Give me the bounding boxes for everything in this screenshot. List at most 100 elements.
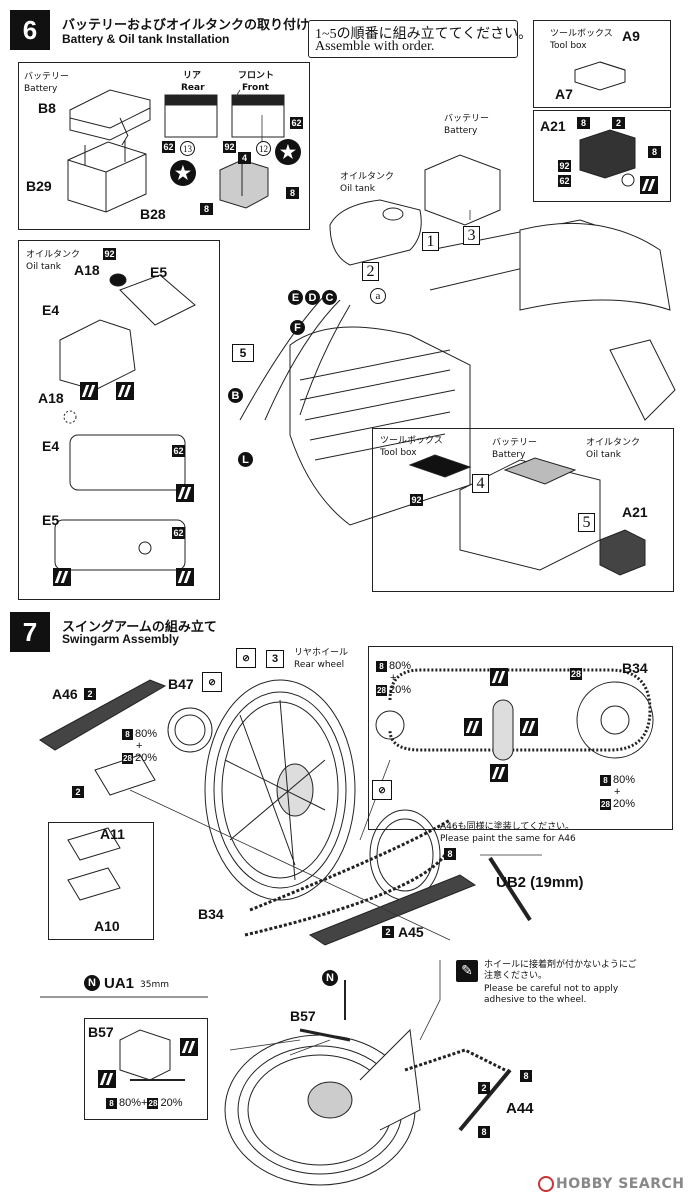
label-e5-top: E5 bbox=[150, 264, 168, 280]
color-92-oiltank: 92 bbox=[103, 248, 116, 260]
wire-f: F bbox=[290, 320, 305, 335]
mix-b57-pct-b: 20% bbox=[160, 1097, 183, 1109]
color-2-a46: 2 bbox=[84, 688, 96, 700]
mix-rear-pct-b: 20% bbox=[613, 798, 636, 810]
step-marker-5-inset: 5 bbox=[578, 513, 595, 532]
wire-c: C bbox=[322, 290, 337, 305]
main-oil-en: Oil tank bbox=[340, 184, 375, 194]
main-battery-en: Battery bbox=[444, 126, 478, 136]
paint-icon-oil-3 bbox=[176, 484, 194, 502]
b57-detail-box bbox=[84, 1018, 208, 1120]
color-8-a21-left: 8 bbox=[577, 117, 590, 129]
step6-title-en: Battery & Oil tank Installation bbox=[62, 32, 230, 46]
label-ub2: UB2 (19mm) bbox=[496, 874, 584, 891]
paint-icon-b57-2 bbox=[98, 1070, 116, 1088]
mix-b47-color-a: 8 bbox=[122, 728, 133, 740]
label-b29: B29 bbox=[26, 178, 52, 194]
callout-a: a bbox=[370, 288, 386, 304]
decal-13: 13 bbox=[180, 141, 195, 156]
inset-label-a21: A21 bbox=[622, 504, 648, 520]
label-a9: A9 bbox=[622, 28, 640, 44]
a21-detail-box bbox=[533, 110, 671, 202]
color-8-a45: 8 bbox=[444, 848, 456, 860]
a46-note-en: Please paint the same for A46 bbox=[440, 834, 576, 844]
color-8-a21-right: 8 bbox=[648, 146, 661, 158]
label-a18-bottom: A18 bbox=[38, 390, 64, 406]
rear-wheel-en: Rear wheel bbox=[294, 660, 345, 670]
step-marker-3: 3 bbox=[463, 226, 480, 245]
step-marker-1: 1 bbox=[422, 232, 439, 251]
oiltank-label-en: Oil tank bbox=[26, 262, 61, 272]
callout-n: N bbox=[84, 975, 100, 991]
color-2-a11: 2 bbox=[72, 786, 84, 798]
inset-drawing bbox=[408, 454, 646, 576]
mix-b47-pct-a: 80% bbox=[135, 728, 158, 740]
paint-icon-b57-1 bbox=[180, 1038, 198, 1056]
toolbox-label-en: Tool box bbox=[550, 41, 587, 51]
watermark-logo-icon bbox=[538, 1176, 554, 1192]
star-icon-rear: ★ bbox=[170, 160, 196, 186]
label-a21-top: A21 bbox=[540, 118, 566, 134]
no-glue-icon-wheel: ⊘ bbox=[236, 648, 256, 668]
mix-front-pct-a: 80% bbox=[389, 660, 412, 672]
order-note: 1~5の順番に組み立ててください。 Assemble with order. bbox=[308, 20, 532, 58]
order-note-en: Assemble with order. bbox=[315, 39, 435, 54]
label-a11: A11 bbox=[100, 826, 125, 842]
label-a7: A7 bbox=[555, 86, 573, 102]
mix-b57-plus: + bbox=[141, 1097, 148, 1109]
decal-12: 12 bbox=[256, 141, 271, 156]
label-b8: B8 bbox=[38, 100, 56, 116]
toolbox-detail-box bbox=[533, 20, 671, 108]
mix-rear-color-a: 8 bbox=[600, 774, 611, 786]
wire-b: B bbox=[228, 388, 243, 403]
chain-sprocket-drawing bbox=[244, 809, 532, 946]
step7-title-en: Swingarm Assembly bbox=[62, 632, 179, 646]
color-8-a44-bottom: 8 bbox=[478, 1126, 490, 1138]
step-number-6: 6 bbox=[10, 10, 50, 50]
inset-battery-jp: バッテリー bbox=[492, 438, 538, 448]
inset-color-92: 92 bbox=[410, 494, 423, 506]
mix-rear-pct-a: 80% bbox=[613, 774, 636, 786]
glue-note-en: Please be careful not to apply adhesive … bbox=[484, 984, 619, 1005]
a10-a11-detail-box bbox=[48, 822, 154, 940]
paint-icon-chain-3 bbox=[520, 718, 538, 736]
color-92: 92 bbox=[223, 141, 236, 153]
paint-icon-chain-1 bbox=[490, 668, 508, 686]
chain-detail-drawing bbox=[375, 668, 654, 761]
front-label-jp: フロント bbox=[238, 71, 275, 81]
color-62-a21: 62 bbox=[558, 175, 571, 187]
mix-b47-plus: + bbox=[136, 740, 143, 752]
label-e4-bottom: E4 bbox=[42, 438, 60, 454]
wire-e: E bbox=[288, 290, 303, 305]
mix-front-color-a: 8 bbox=[376, 660, 387, 672]
color-8-left: 8 bbox=[200, 203, 213, 215]
order-note-jp: 1~5の順番に組み立ててください。 bbox=[315, 27, 533, 42]
step-marker-2: 2 bbox=[362, 262, 379, 281]
step-number-7: 7 bbox=[10, 612, 50, 652]
watermark-text: HOBBY SEARCH bbox=[556, 1176, 685, 1192]
color-2-a45: 2 bbox=[382, 926, 394, 938]
a46-note-jp: A46も同様に塗装してください。 bbox=[440, 822, 575, 832]
mix-b47-pct-b: 20% bbox=[135, 752, 158, 764]
color-28-chain: 28 bbox=[570, 668, 582, 680]
color-8-right: 8 bbox=[286, 187, 299, 199]
label-a46: A46 bbox=[52, 686, 78, 702]
label-a44: A44 bbox=[506, 1100, 534, 1117]
color-62-front: 62 bbox=[290, 117, 303, 129]
no-glue-icon-sprocket: ⊘ bbox=[372, 780, 392, 800]
step-marker-5-main: 5 bbox=[232, 344, 254, 362]
mix-b57-color-a: 8 bbox=[106, 1097, 117, 1109]
inset-toolbox-en: Tool box bbox=[380, 448, 417, 458]
no-glue-icon-b47: ⊘ bbox=[202, 672, 222, 692]
battery-detail-box bbox=[18, 62, 310, 230]
mix-b57-color-b: 28 bbox=[147, 1097, 159, 1109]
label-a18-top: A18 bbox=[74, 262, 100, 278]
step-marker-3-wheel: 3 bbox=[266, 650, 284, 668]
label-b57-detail: B57 bbox=[88, 1024, 114, 1040]
step7-title-jp: スイングアームの組み立て bbox=[62, 620, 217, 635]
label-b47: B47 bbox=[168, 676, 194, 692]
label-b28: B28 bbox=[140, 206, 166, 222]
